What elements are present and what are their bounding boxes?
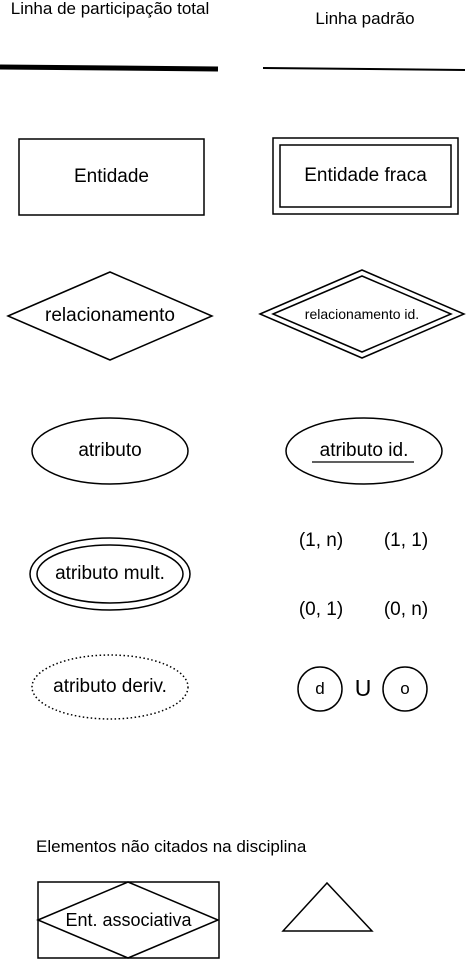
identifying-relationship-inner-diamond xyxy=(271,275,453,353)
union-symbol: U xyxy=(354,675,372,701)
total-participation-line-label: Linha de participação total xyxy=(10,0,210,18)
entity-rectangle xyxy=(18,138,205,216)
relationship-label: relacionamento xyxy=(45,305,175,326)
key-attribute-ellipse xyxy=(285,417,443,485)
multivalued-attribute-inner-ellipse xyxy=(36,544,184,604)
multivalued-attribute-label: atributo mult. xyxy=(55,563,165,584)
entity-label: Entidade xyxy=(73,166,149,187)
overlap-label: o xyxy=(400,679,410,698)
total-participation-line xyxy=(0,64,219,72)
key-attribute-label: atributo id. xyxy=(319,440,409,461)
cardinality-one-to-many: (1, n) xyxy=(298,530,344,551)
associative-entity-diamond xyxy=(36,881,220,959)
standard-line-label: Linha padrão xyxy=(315,9,415,28)
identifying-relationship-outer-diamond xyxy=(258,269,466,359)
cardinality-one-to-one: (1, 1) xyxy=(383,530,429,551)
cardinality-zero-to-many: (0, n) xyxy=(383,599,429,620)
disjoint-label: d xyxy=(315,679,325,698)
overlap-circle xyxy=(382,666,428,712)
derived-attribute-dotted-ellipse xyxy=(31,654,189,720)
triangle-symbol xyxy=(281,881,374,932)
identifying-relationship-label: relacionamento id. xyxy=(304,306,420,322)
attribute-ellipse xyxy=(31,417,189,485)
multivalued-attribute-outer-ellipse xyxy=(29,537,191,611)
weak-entity-outer-rectangle xyxy=(272,137,459,215)
cardinality-zero-to-one: (0, 1) xyxy=(298,599,344,620)
standard-line xyxy=(262,67,466,71)
relationship-diamond xyxy=(6,271,214,361)
derived-attribute-label: atributo deriv. xyxy=(53,676,167,697)
weak-entity-label: Entidade fraca xyxy=(304,165,427,186)
weak-entity-inner-rectangle xyxy=(279,144,452,208)
attribute-label: atributo xyxy=(78,440,142,461)
disjoint-circle xyxy=(297,666,343,712)
associative-entity-label: Ent. associativa xyxy=(65,910,192,930)
extras-heading: Elementos não citados na disciplina xyxy=(36,837,307,856)
